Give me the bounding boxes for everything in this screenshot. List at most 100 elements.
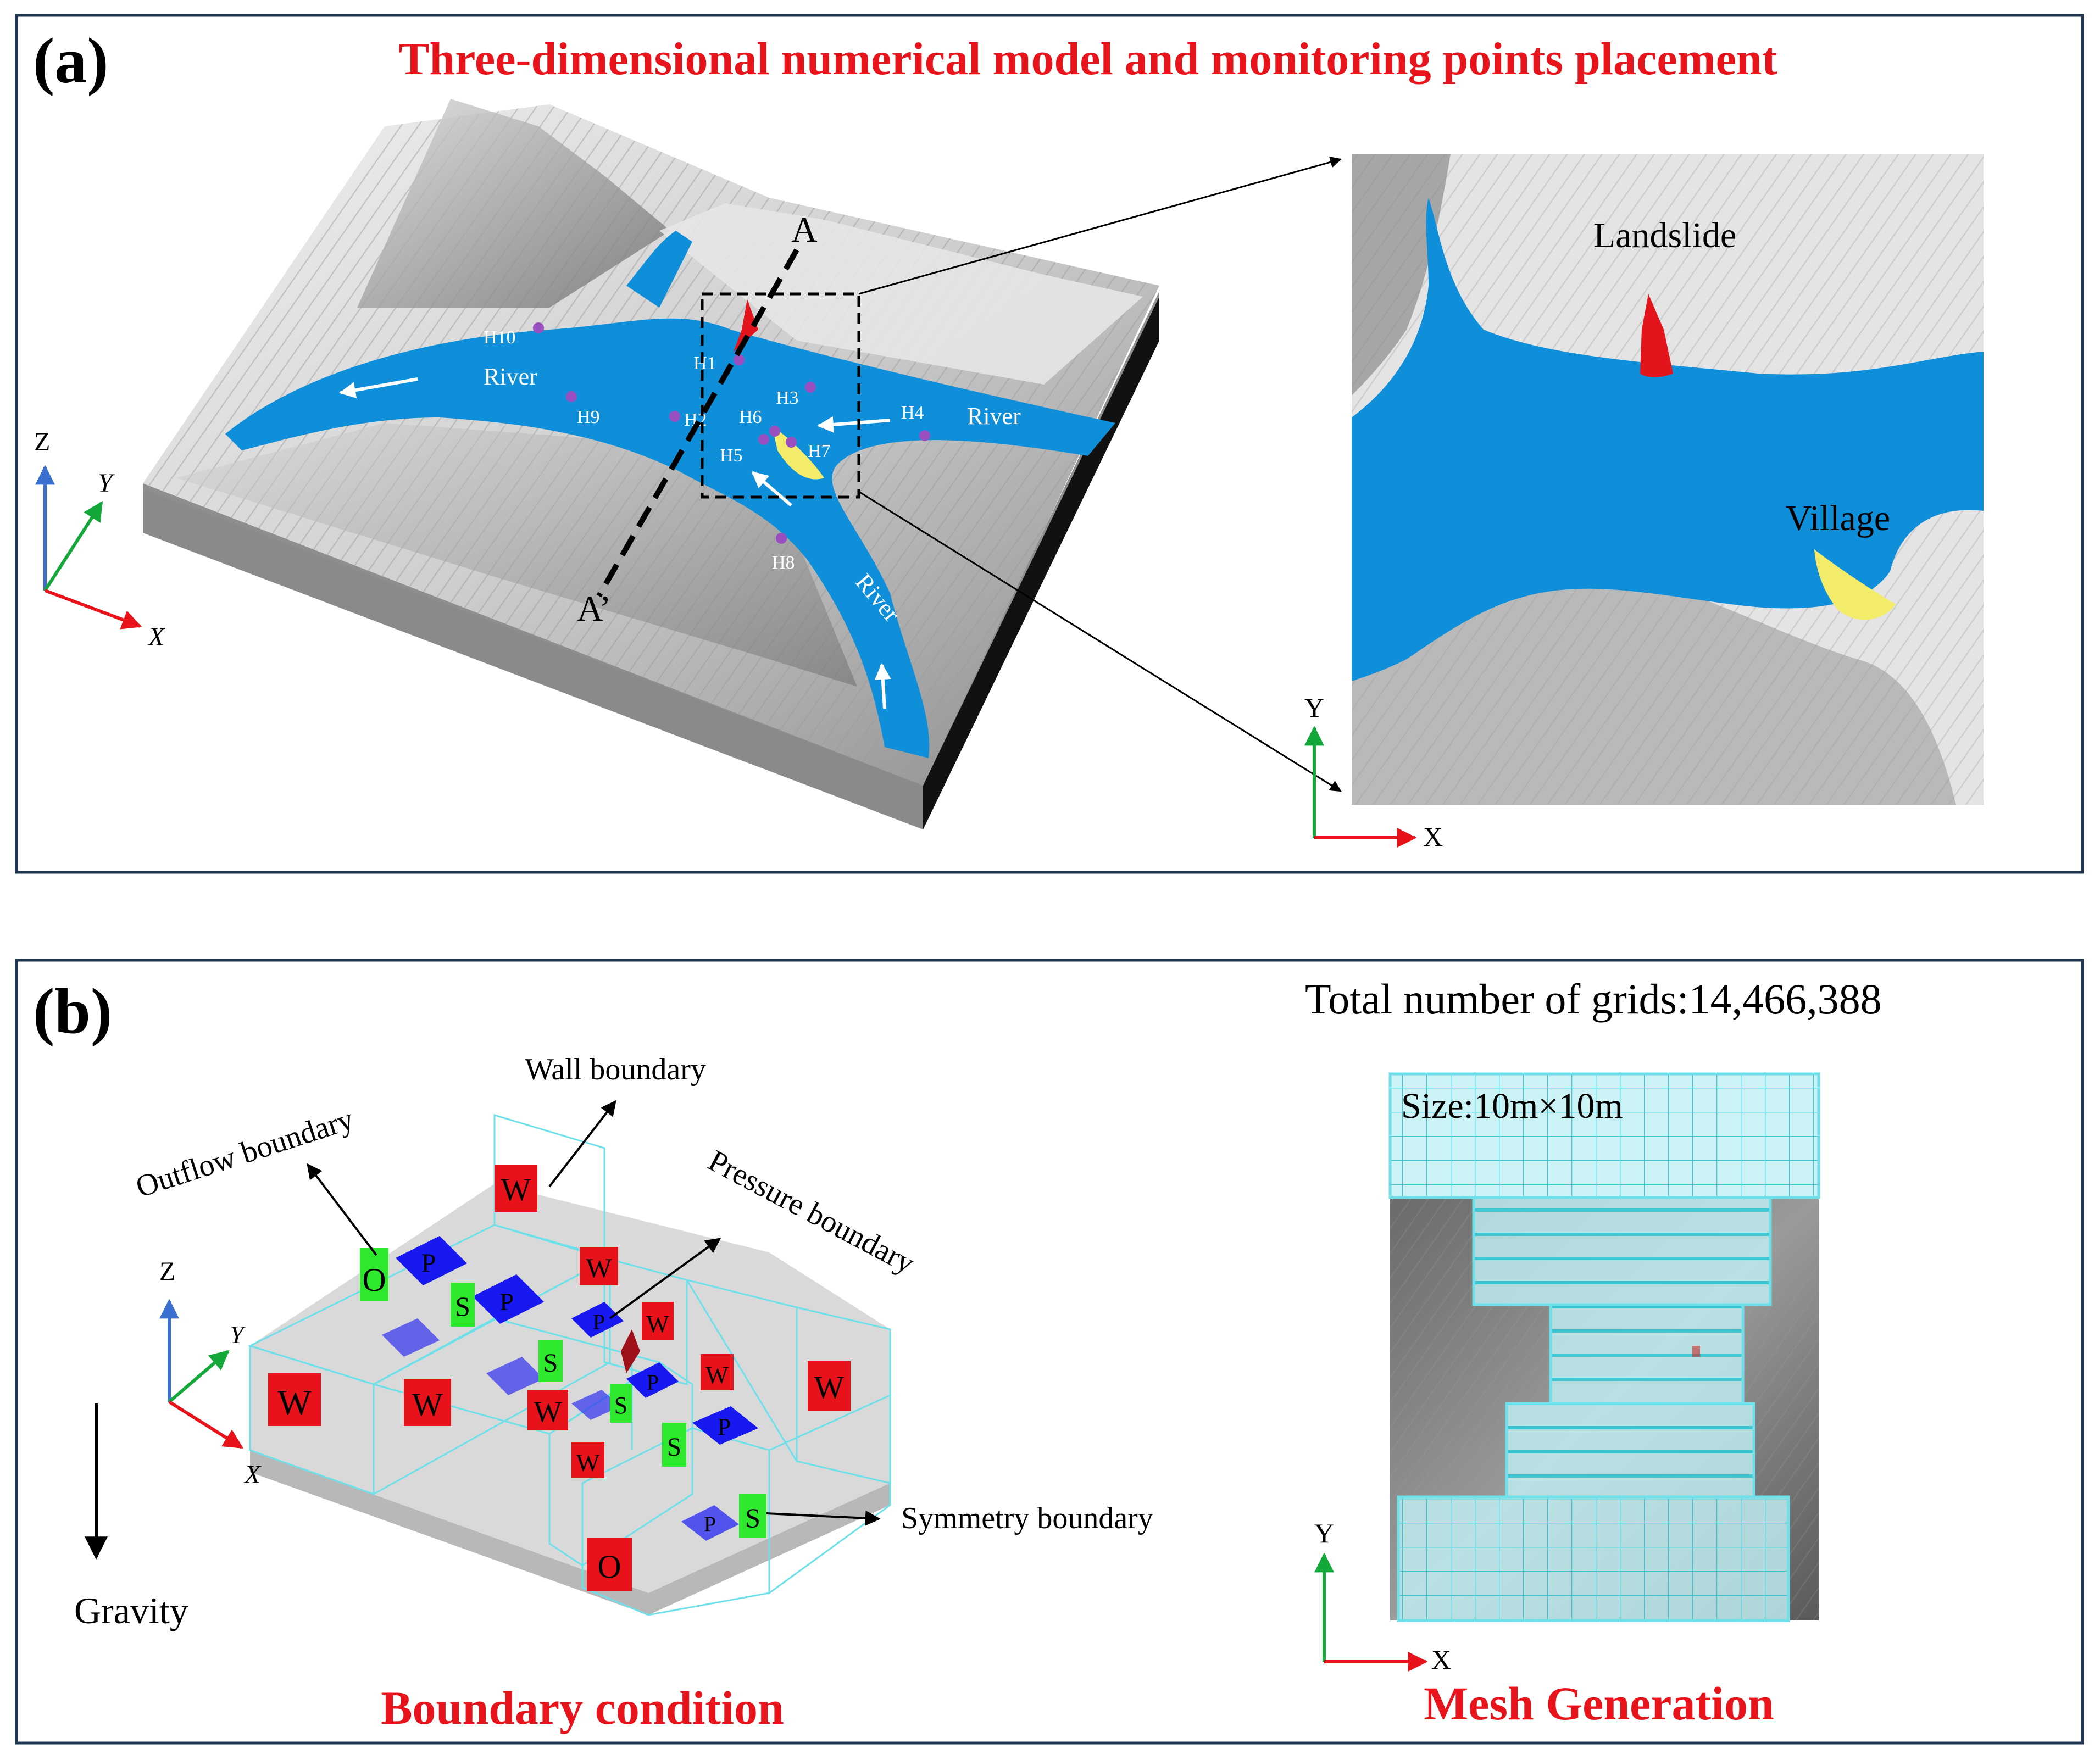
mesh-block-top (1388, 1072, 1820, 1199)
svg-text:S: S (543, 1349, 558, 1378)
river-label-1: River (484, 363, 537, 390)
svg-text:W: W (705, 1362, 729, 1389)
pressure-tile-8: P (692, 1406, 758, 1445)
outflow-arrow (307, 1163, 377, 1256)
panel-b: (b) W W (15, 959, 2084, 1745)
section-label-bottom: A’ (577, 589, 611, 629)
panel-b-frame (15, 959, 2084, 1745)
svg-text:P: P (718, 1413, 731, 1440)
b-axis-z-label: Z (159, 1257, 175, 1286)
point-H9 (566, 391, 577, 402)
flow-arrow-2 (817, 416, 891, 433)
outflow-tile-1: O (360, 1248, 388, 1301)
point-H10 (533, 322, 544, 333)
point-label-H8: H8 (772, 553, 795, 573)
boundary-model: W W W W W W W W W O O P P P P P (132, 1052, 1153, 1616)
mesh-axis-x-label: X (1431, 1644, 1451, 1675)
point-H5 (758, 434, 769, 445)
flow-arrow-1 (339, 377, 418, 399)
svg-text:W: W (586, 1252, 612, 1283)
gravity-label: Gravity (74, 1590, 188, 1631)
point-H2 (669, 411, 680, 422)
symmetry-tile-2: S (538, 1340, 563, 1382)
svg-text:W: W (501, 1172, 531, 1207)
point-H4 (919, 430, 930, 441)
panel-b-label: (b) (33, 975, 112, 1047)
outflow-tile-2: O (587, 1538, 632, 1591)
wall-tile-7: W (642, 1302, 674, 1340)
svg-text:P: P (647, 1370, 659, 1395)
mesh-block-4 (1505, 1402, 1755, 1499)
inset-leader-bottom (858, 491, 1342, 792)
boundary-terrain-base (250, 1450, 890, 1615)
grid-total-label: Total number of grids:14,466,388 (1305, 975, 1882, 1023)
b-axis-x-label: X (243, 1460, 262, 1489)
axes-2d-a: Y X (1304, 692, 1443, 852)
zoom-box (701, 292, 860, 499)
inset-map: Landslide Village (1352, 154, 1984, 805)
mesh-axes: Y X (1314, 1518, 1451, 1675)
panel-a-title: Three-dimensional numerical model and mo… (398, 34, 1777, 85)
svg-text:W: W (576, 1449, 600, 1477)
pressure-arrow (609, 1238, 721, 1319)
section-line (596, 248, 799, 598)
wall-tile-3: W (495, 1165, 537, 1212)
wall-tile-2: W (404, 1379, 451, 1426)
inset-village (1814, 549, 1896, 620)
boundary-landslide (621, 1329, 640, 1373)
mesh-block-2 (1472, 1196, 1772, 1306)
boundary-terrain (250, 1184, 890, 1593)
svg-text:W: W (412, 1386, 443, 1423)
inset-landslide-label: Landslide (1593, 215, 1736, 255)
inset-landslide (1640, 294, 1673, 377)
inset-axis-y-label: Y (1304, 692, 1324, 723)
wall-tile-5: W (527, 1390, 568, 1430)
block-front-face (143, 489, 923, 829)
svg-text:O: O (362, 1262, 386, 1298)
panel-a: (a) Three-dimensional numerical model an… (15, 14, 2084, 874)
axis-z-label: Z (34, 427, 50, 456)
inset-leader-top (858, 156, 1342, 295)
wall-tile-4: W (580, 1247, 618, 1285)
symmetry-tile-3: S (610, 1384, 632, 1423)
wire-box-10 (768, 1394, 891, 1595)
svg-text:P: P (593, 1310, 605, 1334)
symmetry-tile-1: S (451, 1283, 475, 1327)
symmetry-tile-5: S (739, 1494, 766, 1538)
outflow-boundary-label: Outflow boundary (132, 1102, 358, 1204)
mesh-view: Size:10m×10m (1388, 1072, 1820, 1622)
svg-text:O: O (597, 1549, 621, 1585)
flow-arrow-3 (751, 471, 792, 507)
mesh-axis-y-label: Y (1314, 1518, 1334, 1549)
b-axis-y-label: Y (230, 1321, 246, 1349)
b-axis-y-arrow (168, 1350, 230, 1403)
svg-text:S: S (614, 1392, 627, 1419)
section-label-top: A (791, 210, 818, 250)
wall-tile-8: W (701, 1354, 734, 1390)
ridge-front (176, 423, 857, 687)
terrain-block: River River River H1 H2 H3 H4 H5 H6 H7 (143, 99, 1159, 829)
river-label-2: River (967, 403, 1021, 430)
svg-text:W: W (534, 1395, 562, 1428)
point-label-H6: H6 (739, 407, 762, 427)
b-axis-x-arrow (168, 1400, 244, 1449)
mesh-landslide-mark (1692, 1346, 1700, 1357)
point-label-H10: H10 (484, 327, 516, 348)
mesh-caption: Mesh Generation (1424, 1677, 1774, 1730)
pressure-tile-9: P (681, 1505, 739, 1541)
grid-size-label: Size:10m×10m (1401, 1086, 1623, 1126)
point-label-H7: H7 (808, 441, 831, 461)
point-H7 (786, 437, 797, 448)
axis-y-label: Y (98, 469, 115, 498)
point-label-H9: H9 (577, 407, 600, 427)
mountain-right (659, 203, 1143, 385)
wall-tile-1: W (268, 1373, 321, 1426)
point-label-H5: H5 (720, 445, 743, 466)
point-H6 (769, 426, 780, 437)
inset-axis-x-label: X (1423, 821, 1443, 852)
wall-arrow (548, 1100, 616, 1188)
landslide-mark (734, 299, 758, 352)
axis-x-arrow (44, 589, 142, 630)
pressure-tile-4 (486, 1357, 544, 1395)
